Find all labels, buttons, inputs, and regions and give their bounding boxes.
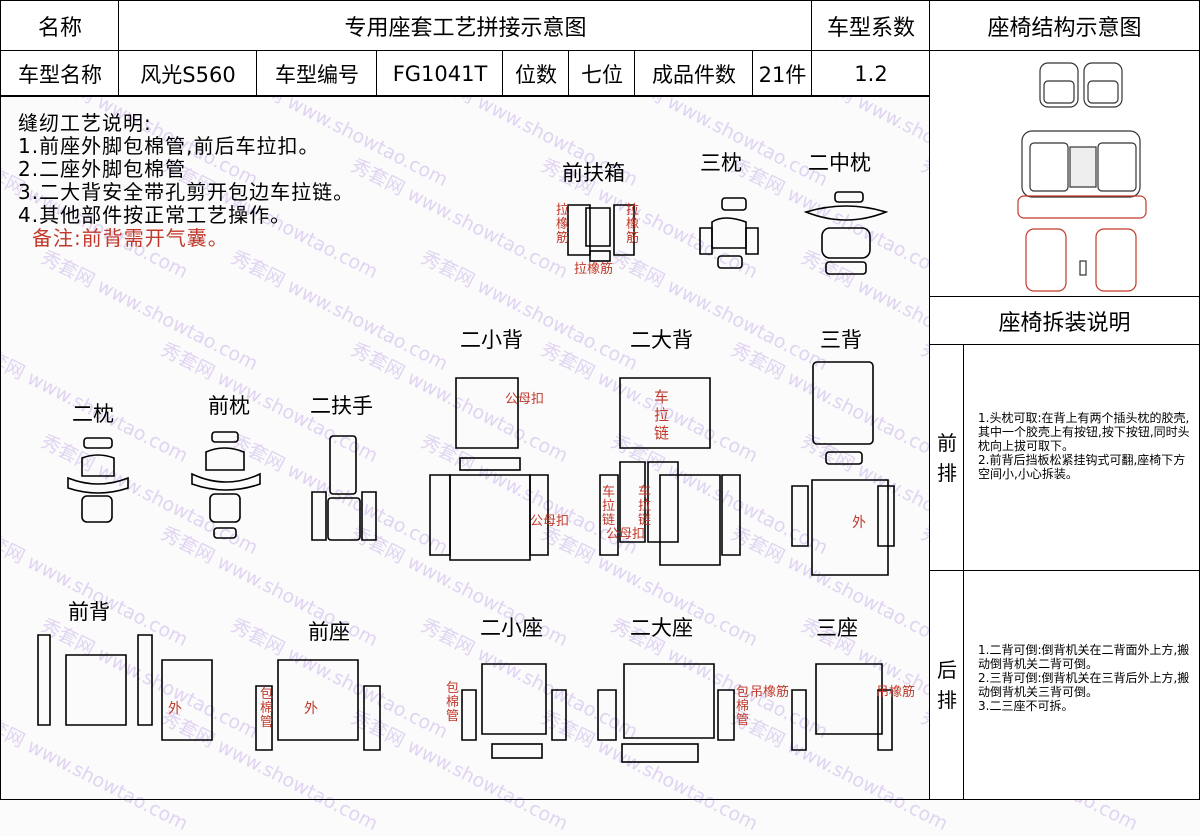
annot-outer-2: 外 xyxy=(168,701,182,717)
model-name: 风光S560 xyxy=(140,62,236,87)
model-name-label-cell: 车型名称 xyxy=(0,50,120,97)
label-third-back: 三背 xyxy=(820,328,862,352)
front-row-label-cell: 前 排 xyxy=(929,344,965,572)
model-code: FG1041T xyxy=(392,61,488,86)
second-big-seat-pattern xyxy=(597,663,735,763)
rear-row-text-cell: 1.二背可倒:倒背机关在二背面外上方,搬动倒背机关二背可倒。 2.三背可倒:倒背… xyxy=(963,570,1200,800)
label-front-box: 前扶箱 xyxy=(562,161,625,185)
label-third-pillow: 三枕 xyxy=(700,151,742,175)
seats-value: 七位 xyxy=(581,62,623,87)
pieces-label-cell: 成品件数 xyxy=(634,50,754,97)
notes-line-3: 3.二大背安全带孔剪开包边车拉链。 xyxy=(18,180,355,204)
front-row-text: 1.头枕可取:在背上有两个插头枕的胶壳,其中一个胶壳上有按钮,按下按钮,同时头枕… xyxy=(978,411,1190,481)
label-third-seat: 三座 xyxy=(816,616,858,640)
coef-cell: 1.2 xyxy=(811,50,931,97)
model-code-label: 车型编号 xyxy=(275,62,359,87)
front-seat-pattern xyxy=(255,659,381,751)
label-second-big-back: 二大背 xyxy=(630,328,693,352)
second-small-back-pattern xyxy=(429,377,549,561)
second-big-back-pattern xyxy=(599,377,741,566)
annot-wrap-tube-1: 包 棉 管 xyxy=(260,687,274,730)
annot-wrap-tube-2: 包 棉 管 xyxy=(446,681,460,724)
name-label: 名称 xyxy=(37,16,82,41)
annot-snap-button-1: 公母扣 xyxy=(505,392,545,407)
annot-pull-elastic-2: 拉 橡 筋 xyxy=(626,203,640,246)
annot-pull-elastic-1: 拉 橡 筋 xyxy=(556,203,570,246)
front-pillow-pattern xyxy=(191,431,261,539)
name-label-cell: 名称 xyxy=(0,0,120,52)
seat-structure-svg xyxy=(1017,62,1147,292)
annot-outer-3: 外 xyxy=(304,701,318,717)
pattern-outlines xyxy=(37,191,895,763)
pieces-label: 成品件数 xyxy=(652,62,736,87)
annot-zipper-3: 车 拉 链 xyxy=(638,485,652,528)
notes-heading: 缝纫工艺说明: xyxy=(18,111,152,135)
pieces-value: 21件 xyxy=(758,62,807,87)
second-pillow-pattern xyxy=(67,437,129,523)
annot-wrap-tube-3: 包 棉 管 xyxy=(736,685,750,728)
label-front-back: 前背 xyxy=(68,600,110,624)
struct-title-cell: 座椅结构示意图 xyxy=(929,0,1200,52)
seat-structure-diagram xyxy=(929,50,1200,298)
annot-zipper-1: 车 拉 链 xyxy=(654,388,670,442)
label-second-pillow: 二枕 xyxy=(72,402,114,426)
seats-label-cell: 位数 xyxy=(502,50,570,97)
notes-remark: 备注:前背需开气囊。 xyxy=(32,226,229,250)
third-seat-pattern xyxy=(791,663,893,751)
label-second-small-back: 二小背 xyxy=(460,328,523,352)
model-code-label-cell: 车型编号 xyxy=(256,50,378,97)
second-armrest-pattern xyxy=(311,435,377,541)
front-box-pattern xyxy=(567,204,635,262)
seats-label: 位数 xyxy=(515,62,557,87)
third-pillow-pattern xyxy=(699,197,759,269)
front-back-pattern xyxy=(37,634,213,741)
annot-hang-elastic-2: 吊橡筋 xyxy=(876,685,916,700)
rear-row-text: 1.二背可倒:倒背机关在二背面外上方,搬动倒背机关二背可倒。 2.三背可倒:倒背… xyxy=(978,643,1190,713)
annot-snap-button-3: 公母扣 xyxy=(606,527,646,542)
struct-title: 座椅结构示意图 xyxy=(987,16,1142,41)
second-mid-pillow-pattern xyxy=(803,191,889,275)
notes-line-1: 1.前座外脚包棉管,前后车拉扣。 xyxy=(18,134,320,158)
annot-hang-elastic-1: 吊橡筋 xyxy=(750,685,790,700)
front-row-text-cell: 1.头枕可取:在背上有两个插头枕的胶壳,其中一个胶壳上有按钮,按下按钮,同时头枕… xyxy=(963,344,1200,572)
label-front-seat: 前座 xyxy=(308,620,350,644)
annot-pull-elastic-3: 拉橡筋 xyxy=(574,262,614,277)
model-name-cell: 风光S560 xyxy=(118,50,258,97)
third-back-pattern xyxy=(791,361,895,576)
label-second-small-seat: 二小座 xyxy=(480,616,543,640)
notes-line-4: 4.其他部件按正常工艺操作。 xyxy=(18,203,292,227)
annot-zipper-2: 车 拉 链 xyxy=(602,485,616,528)
front-row-label: 前 排 xyxy=(937,431,957,485)
coef-value: 1.2 xyxy=(854,61,888,86)
model-name-label: 车型名称 xyxy=(18,62,102,87)
sewing-notes: 缝纫工艺说明: 1.前座外脚包棉管,前后车拉扣。 2.二座外脚包棉管 3.二大背… xyxy=(18,112,354,250)
rear-row-label-cell: 后 排 xyxy=(929,570,965,800)
annot-snap-button-2: 公母扣 xyxy=(530,514,570,529)
model-code-cell: FG1041T xyxy=(376,50,504,97)
label-second-mid-pillow: 二中枕 xyxy=(808,151,871,175)
label-second-big-seat: 二大座 xyxy=(630,616,693,640)
second-small-seat-pattern xyxy=(461,663,567,759)
label-front-pillow: 前枕 xyxy=(208,394,250,418)
rear-row-label: 后 排 xyxy=(937,658,957,712)
disassembly-title-cell: 座椅拆装说明 xyxy=(929,296,1200,346)
annot-outer-1: 外 xyxy=(852,515,866,531)
coef-label: 车型系数 xyxy=(826,16,915,41)
coef-label-cell: 车型系数 xyxy=(811,0,931,52)
notes-line-2: 2.二座外脚包棉管 xyxy=(18,157,187,181)
seats-cell: 七位 xyxy=(568,50,636,97)
label-second-armrest: 二扶手 xyxy=(310,394,373,418)
disassembly-title: 座椅拆装说明 xyxy=(998,311,1131,336)
page-title: 专用座套工艺拼接示意图 xyxy=(344,16,587,41)
